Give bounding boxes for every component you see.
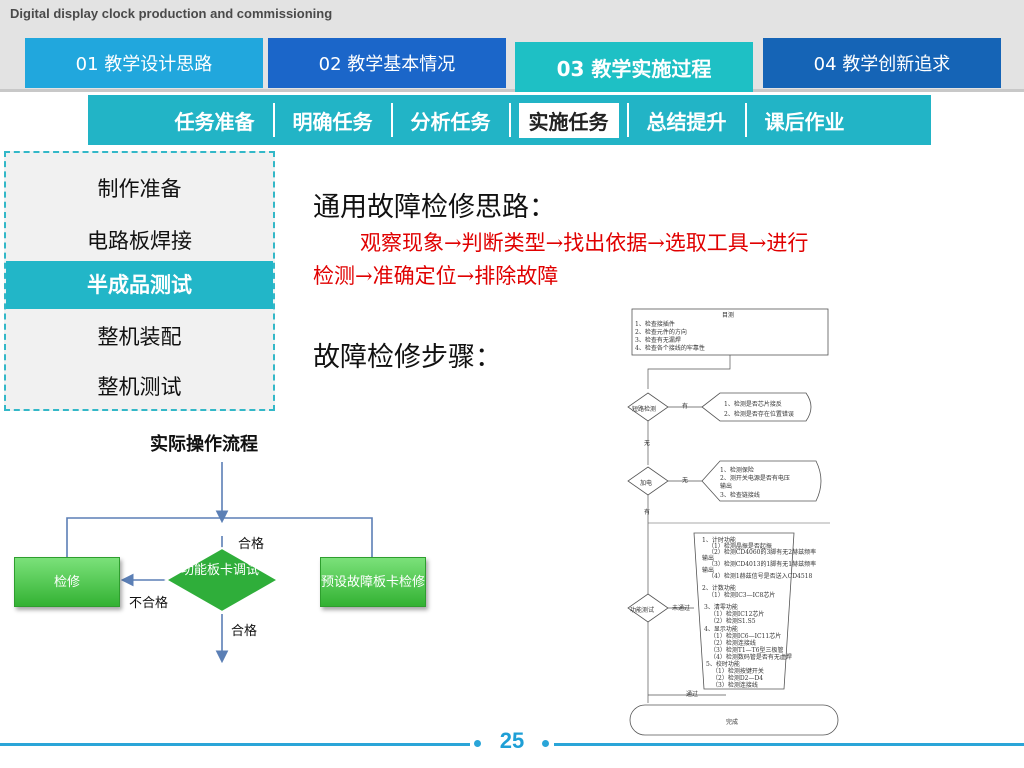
detail-power-note: 1、检测保险 [720,467,754,474]
subnav-clarify-task[interactable]: 明确任务 [292,109,373,134]
course-title: Digital display clock production and com… [10,6,333,21]
detail-func-note: 输出 [702,555,715,562]
detail-func-note: （4）检测数码管是否有无虚焊 [710,654,792,661]
detail-top-line: 4、检查各个接线的牢靠性 [635,345,705,352]
general-line-1: 观察现象→判断类型→找出依据→选取工具→进行 [360,231,809,255]
subnav-divider [390,103,393,137]
footer-line-left [0,743,470,746]
subnav-homework[interactable]: 课后作业 [764,109,845,134]
detail-power-on: 加电 [640,480,653,487]
general-line-2: 检测→准确定位→排除故障 [313,264,559,288]
detail-passed: 通过 [686,691,699,698]
detail-top-line: 1、检查接插件 [635,321,675,328]
flow-label-fail: 不合格 [129,596,169,611]
step-soldering[interactable]: 电路板焊接 [87,229,192,253]
detail-func-note: （1）检测IC12芯片 [710,611,765,618]
detail-short-note: 2、检测是否存在位置错误 [724,411,794,418]
footer-line-right [554,743,1024,746]
detail-func-note: （2）检测D2—D4 [712,675,764,682]
detail-not-passed: 未通过 [672,605,691,612]
detail-none-label: 无 [644,440,651,447]
detail-func-note: （1）检测按键开关 [712,668,764,675]
subnav-divider [508,103,511,137]
subnav-divider [626,103,629,137]
detail-none-label-2: 无 [682,477,689,484]
detail-func-note: 输出 [702,567,715,574]
footer-dot-left [474,740,481,747]
tab-teaching-innovation[interactable]: 04 教学创新追求 [763,38,1001,88]
tab-teaching-design[interactable]: 01 教学设计思路 [25,38,263,88]
detail-func-note: （4）检测1赫兹信号是否送入CD4518 [708,573,813,580]
subnav-implement-task[interactable]: 实施任务 [518,102,619,138]
detail-func-note: 5、校时功能 [706,661,740,668]
page-number: 25 [499,728,525,753]
troubleshooting-chart-lines [627,308,839,736]
detail-func-note: （2）检测CD4060的3脚有无2赫兹频率 [708,549,817,556]
detail-func-note: （1）检测IC6—IC11芯片 [710,633,782,640]
detail-func-note: 3、清零功能 [704,604,738,611]
detail-func-note: 4、显示功能 [704,626,738,633]
flow-preset-fault-box: 预设故障板卡检修 [320,557,426,607]
flow-loop-line [66,517,373,560]
detail-has-label-2: 有 [644,509,651,516]
detail-power-note: 3、检查链接线 [720,492,760,499]
subnav-divider [744,103,747,137]
flow-label-pass-top: 合格 [238,537,265,552]
detail-has-label: 有 [682,403,689,410]
step-semi-test[interactable]: 半成品测试 [6,261,273,309]
detail-power-note: 2、测开关电源是否有电压 [720,475,790,482]
flow-label-pass-bottom: 合格 [231,624,258,639]
detail-power-note: 输出 [720,483,733,490]
steps-heading: 故障检修步骤： [313,342,502,373]
subnav-summary[interactable]: 总结提升 [646,109,727,134]
detail-func-note: （2）检测S1.S5 [710,618,756,625]
subnav-task-prep[interactable]: 任务准备 [174,109,255,134]
flow-repair-box: 检修 [14,557,120,607]
step-final-test[interactable]: 整机测试 [97,375,182,399]
flow-title: 实际操作流程 [150,434,258,455]
subnav-analyze-task[interactable]: 分析任务 [410,109,491,134]
detail-func-note: （1）检测IC3—IC8芯片 [708,592,776,599]
footer-dot-right [542,740,549,747]
troubleshooting-chart-image: 目测 1、检查接插件 2、检查元件的方向 3、检查有无漏焊 4、检查各个接线的牢… [616,307,852,745]
detail-done: 完成 [726,719,739,726]
subnav-divider [272,103,275,137]
detail-func-note: 1、计时功能 [702,537,736,544]
detail-top-title: 目测 [722,312,735,319]
tab-teaching-process[interactable]: 03 教学实施过程 [515,42,753,92]
detail-func-test: 功能测试 [630,607,655,614]
general-heading: 通用故障检修思路： [313,192,556,223]
detail-top-line: 2、检查元件的方向 [635,329,687,336]
detail-short-circuit: 短路检测 [632,406,657,413]
detail-func-note: （3）检测CD4013的1脚有无1赫兹频率 [708,561,817,568]
detail-func-note: 2、计数功能 [702,585,736,592]
detail-func-note: （3）检测T1—T6型三极管 [710,647,784,654]
detail-func-note: （3）检测连接线 [712,682,758,689]
detail-top-line: 3、检查有无漏焊 [635,337,681,344]
tab-teaching-basics[interactable]: 02 教学基本情况 [268,38,506,88]
step-prep[interactable]: 制作准备 [97,177,182,201]
detail-func-note: （2）检测连接线 [710,640,756,647]
step-panel: 制作准备 电路板焊接 半成品测试 整机装配 整机测试 [4,151,275,411]
detail-short-note: 1、检测是否芯片接反 [724,401,782,408]
sub-nav: 任务准备 明确任务 分析任务 实施任务 总结提升 课后作业 [88,95,931,145]
flow-decision-diamond [163,546,281,614]
flow-diamond-label: 功能板卡调试 [180,563,259,578]
detail-func-note: （1）检测晶振是否起振 [708,543,772,550]
step-assembly[interactable]: 整机装配 [97,325,182,349]
